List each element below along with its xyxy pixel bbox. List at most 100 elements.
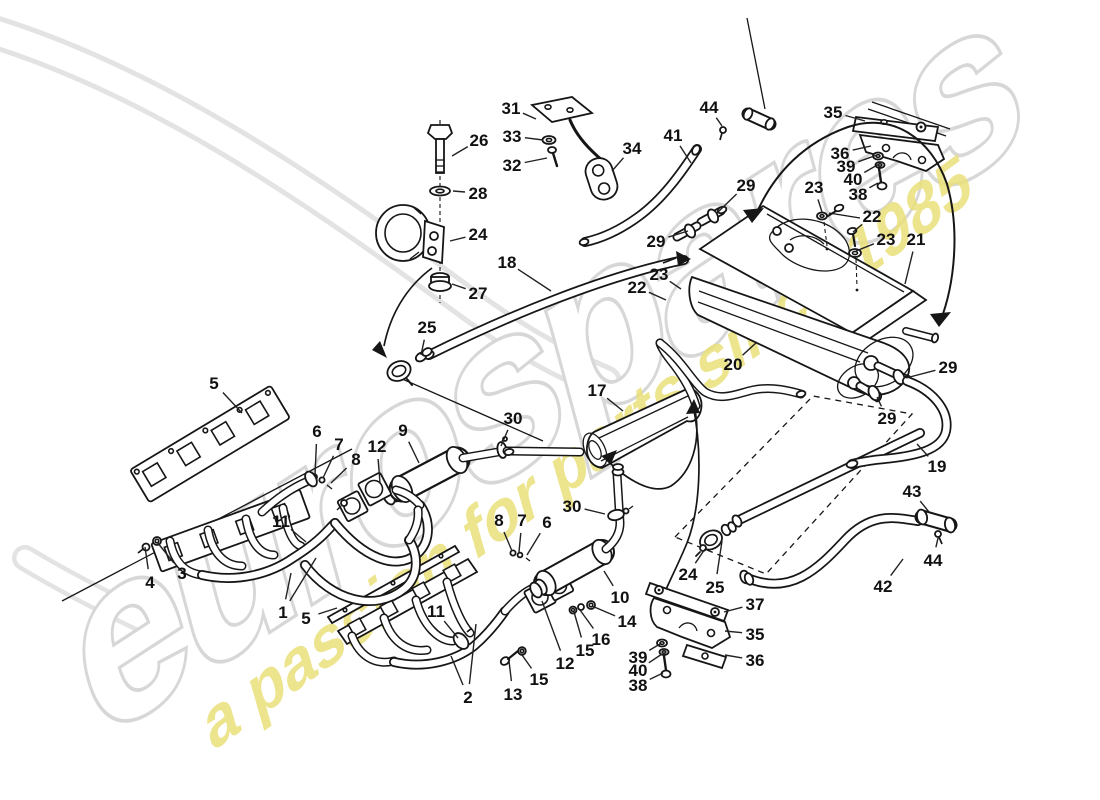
leader-line [648, 291, 667, 301]
part-callout-30: 30 [563, 497, 582, 516]
part-callout-39: 39 [837, 157, 856, 176]
leader-line [668, 230, 689, 238]
part-callout-7: 7 [334, 435, 343, 454]
leader-line [935, 537, 939, 548]
leader-line [919, 500, 930, 513]
leader-line [579, 609, 594, 629]
part-callout-28: 28 [469, 184, 488, 203]
leader-line [222, 392, 243, 414]
leader-line [904, 251, 914, 285]
over-axle-pipe-41 [578, 107, 777, 247]
part-callout-19: 19 [928, 457, 947, 476]
leader-line [611, 157, 625, 172]
bolt-38 [876, 181, 888, 191]
part-callout-25: 25 [706, 578, 725, 597]
part-callout-12: 12 [368, 437, 387, 456]
part-callout-14: 14 [618, 612, 637, 631]
leader-line [524, 157, 548, 164]
part-callout-37: 37 [746, 595, 765, 614]
nut-7 [516, 551, 524, 559]
part-callout-43: 43 [903, 482, 922, 501]
clamp-29 [706, 208, 720, 224]
leader-line [746, 17, 766, 110]
part-callout-26: 26 [470, 131, 489, 150]
leader-line [855, 243, 875, 252]
part-callout-35: 35 [824, 103, 843, 122]
part-callout-34: 34 [623, 139, 642, 158]
part-callout-24: 24 [679, 565, 698, 584]
part-callout-33: 33 [503, 127, 522, 146]
leader-line [863, 163, 880, 174]
arrow-icon [930, 312, 951, 327]
leader-line [451, 283, 466, 290]
lower-manifold-2 [326, 463, 634, 670]
part-callout-11: 11 [272, 512, 290, 531]
leader-line [500, 429, 509, 447]
leader-line [314, 443, 318, 476]
clamp-29 [867, 384, 881, 402]
part-callout-25: 25 [418, 318, 437, 337]
leader-line [144, 546, 149, 570]
middle-silencer-17 [582, 338, 807, 618]
leader-line [522, 112, 537, 120]
part-callout-44: 44 [924, 551, 943, 570]
nut-7 [318, 476, 326, 484]
leader-line [724, 630, 743, 634]
bolt-44 [934, 530, 942, 538]
hanger-bracket [530, 96, 619, 201]
leader-line [408, 441, 420, 464]
leader-line [715, 117, 723, 127]
leader-line [524, 137, 544, 141]
leader-line [503, 531, 513, 552]
part-callout-42: 42 [874, 577, 893, 596]
part-callout-44: 44 [700, 98, 719, 117]
upper-catalyst-9 [305, 436, 585, 522]
leader-line [573, 611, 583, 638]
screw-32 [547, 146, 557, 154]
flex-clamp-stack [372, 120, 454, 358]
assembly-arrow [383, 267, 433, 347]
part-callout-41: 41 [664, 126, 683, 145]
assembly-arc-arrow [743, 121, 956, 327]
leader-line [289, 557, 317, 602]
part-callout-27: 27 [469, 284, 488, 303]
leader-line [852, 145, 872, 151]
part-callout-2: 2 [463, 688, 472, 707]
clamp-29 [683, 223, 697, 239]
leader-line [679, 145, 692, 164]
leader-line [377, 458, 381, 484]
arrow-icon [676, 251, 691, 266]
leader-line [526, 532, 541, 556]
leader-line [603, 570, 614, 587]
leader-line [591, 605, 616, 617]
part-callout-22: 22 [863, 207, 882, 226]
hanger-rod [568, 118, 605, 163]
leader-line [451, 145, 469, 157]
leader-line [817, 199, 823, 213]
tail-connecting-pipe [695, 428, 925, 557]
leader-line [716, 193, 738, 214]
part-callout-5: 5 [301, 609, 310, 628]
arrow-icon [601, 450, 617, 464]
dashed-panel-outline [673, 395, 914, 575]
part-callout-13: 13 [504, 685, 523, 704]
leader-line [694, 548, 706, 564]
part-callout-38: 38 [849, 185, 868, 204]
underbody-line [399, 377, 544, 442]
part-callout-36: 36 [831, 144, 850, 163]
leader-line [318, 607, 338, 615]
bolt-44 [719, 126, 727, 134]
diagram-art [61, 17, 958, 679]
part-callout-21: 21 [907, 230, 926, 249]
intermediate-pipe-18 [386, 251, 691, 386]
part-callout-6: 6 [542, 513, 551, 532]
nut-16 [577, 603, 585, 611]
silencer-body-20 [688, 275, 910, 396]
leader-line [606, 397, 624, 412]
leader-line [869, 182, 879, 189]
part-callout-15: 15 [576, 641, 595, 660]
leader-line [669, 280, 682, 290]
